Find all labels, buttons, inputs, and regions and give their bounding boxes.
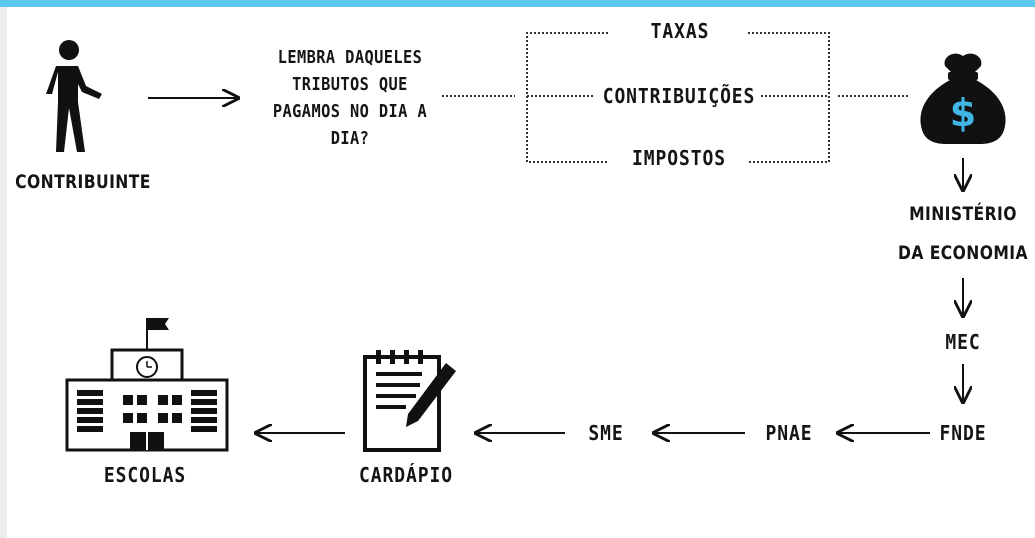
bag-symbol: $ <box>950 91 976 135</box>
question-line-3: PAGAMOS NO DIA A <box>272 101 428 122</box>
question-text: LEMBRA DAQUELES TRIBUTOS QUE PAGAMOS NO … <box>265 44 435 152</box>
label-fnde: FNDE <box>939 421 987 445</box>
label-ministerio-line1: MINISTÉRIO <box>909 203 1017 225</box>
left-border <box>0 7 7 538</box>
label-taxas: TAXAS <box>650 19 710 43</box>
label-pnae: PNAE <box>765 421 813 445</box>
label-contribuinte: CONTRIBUINTE <box>15 171 151 193</box>
money-bag-icon: $ <box>920 53 1006 144</box>
label-sme: SME <box>588 421 624 445</box>
notepad-pencil-icon <box>363 350 456 452</box>
label-mec: MEC <box>945 330 981 354</box>
label-cardapio: CARDÁPIO <box>359 463 453 487</box>
label-ministerio-line2: DA ECONOMIA <box>898 242 1028 264</box>
flow-arrows <box>148 98 963 433</box>
label-contribuicoes: CONTRIBUIÇÕES <box>602 84 756 108</box>
tributos-bracket <box>442 32 908 163</box>
label-impostos: IMPOSTOS <box>632 146 726 170</box>
top-accent-bar <box>0 0 1035 7</box>
question-line-1: LEMBRA DAQUELES <box>277 47 423 68</box>
label-escolas: ESCOLAS <box>103 463 187 487</box>
person-walking-icon <box>46 40 102 152</box>
question-line-2: TRIBUTOS QUE <box>292 74 408 95</box>
question-line-4: DIA? <box>330 128 370 149</box>
school-building-icon <box>65 318 229 452</box>
